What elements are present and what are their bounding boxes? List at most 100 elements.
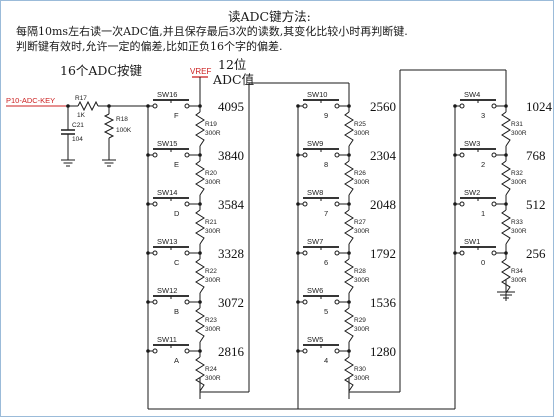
switch-label: SW13	[157, 237, 177, 246]
r17-resistor	[77, 100, 99, 112]
switch-contact	[152, 348, 158, 354]
switch-contact	[334, 348, 340, 354]
switch-contact	[152, 152, 158, 158]
key-label: E	[174, 160, 179, 169]
switch-label: SW6	[307, 286, 323, 295]
resistor-zigzag	[195, 307, 205, 343]
resistor-value: 300R	[354, 179, 370, 186]
resistor-zigzag	[344, 111, 354, 147]
key-label: 1	[481, 209, 485, 218]
switch-contact	[184, 348, 190, 354]
resistor-zigzag	[344, 307, 354, 343]
switch-contact	[152, 250, 158, 256]
adc-value: 3584	[218, 197, 245, 212]
adc-value: 2304	[370, 148, 397, 163]
switch-label: SW9	[307, 139, 323, 148]
switch-contact	[302, 250, 308, 256]
key-label: 7	[324, 209, 328, 218]
adc-value: 1280	[370, 344, 396, 359]
switch-contact	[302, 348, 308, 354]
resistor-zigzag	[501, 258, 511, 294]
adc-value: 2560	[370, 99, 396, 114]
adc-value: 3840	[218, 148, 244, 163]
key-label: 5	[324, 307, 328, 316]
adc-value: 512	[526, 197, 546, 212]
key-label: 8	[324, 160, 328, 169]
resistor-value: 300R	[511, 179, 527, 186]
key-label: 3	[481, 111, 485, 120]
resistor-name: R27	[354, 219, 366, 226]
switch-contact	[302, 152, 308, 158]
key-label: D	[174, 209, 180, 218]
resistor-name: R21	[205, 219, 217, 226]
switch-contact	[152, 103, 158, 109]
keys-label: 16个ADC按键	[60, 63, 143, 78]
switch-label: SW12	[157, 286, 177, 295]
switch-contact	[302, 103, 308, 109]
switch-label: SW4	[464, 90, 480, 99]
r18-value: 100K	[116, 127, 132, 134]
adc-value: 1792	[370, 246, 396, 261]
resistor-name: R29	[354, 317, 366, 324]
resistor-zigzag	[501, 209, 511, 245]
adc-value: 3328	[218, 246, 244, 261]
r17-name: R17	[75, 95, 87, 102]
resistor-value: 300R	[511, 228, 527, 235]
switch-contact	[491, 152, 497, 158]
resistor-name: R23	[205, 317, 217, 324]
adc-bits-label: 12位	[218, 57, 246, 72]
resistor-value: 300R	[354, 228, 370, 235]
switch-contact	[302, 299, 308, 305]
resistor-value: 300R	[511, 277, 527, 284]
adc-value: 768	[526, 148, 546, 163]
resistor-value: 300R	[205, 375, 221, 382]
resistor-value: 300R	[205, 228, 221, 235]
key-label: A	[174, 356, 179, 365]
resistor-name: R30	[354, 366, 366, 373]
key-label: C	[174, 258, 180, 267]
adc-value: 4095	[218, 99, 244, 114]
resistor-zigzag	[195, 258, 205, 294]
switch-contact	[459, 152, 465, 158]
resistor-zigzag	[344, 209, 354, 245]
resistor-name: R33	[511, 219, 523, 226]
switch-contact	[334, 250, 340, 256]
adc-value: 2048	[370, 197, 396, 212]
resistor-zigzag	[501, 160, 511, 196]
switch-contact	[152, 299, 158, 305]
switch-contact	[459, 201, 465, 207]
vref-label: VREF	[190, 67, 211, 76]
r17-value: 1K	[77, 112, 86, 119]
switch-contact	[184, 250, 190, 256]
resistor-value: 300R	[354, 130, 370, 137]
input-network: P10-ADC-KEY R17 1K C21 104 R18 100K VREF	[6, 67, 211, 167]
switch-label: SW1	[464, 237, 480, 246]
adc-value: 3072	[218, 295, 244, 310]
resistor-value: 300R	[205, 130, 221, 137]
key-label: F	[174, 111, 179, 120]
resistor-zigzag	[195, 111, 205, 147]
resistor-name: R34	[511, 268, 523, 275]
switch-label: SW14	[157, 188, 177, 197]
switch-contact	[184, 103, 190, 109]
key-label: B	[174, 307, 179, 316]
switch-contact	[334, 152, 340, 158]
switch-contact	[302, 201, 308, 207]
r18-name: R18	[116, 116, 128, 123]
switch-contact	[459, 250, 465, 256]
diagram-title: 读ADC键方法:	[228, 9, 311, 24]
resistor-zigzag	[195, 356, 205, 392]
adc-value-label: ADC值	[212, 72, 254, 87]
switch-contact	[152, 201, 158, 207]
resistor-value: 300R	[205, 179, 221, 186]
resistor-zigzag	[344, 258, 354, 294]
resistor-value: 300R	[511, 130, 527, 137]
switch-contact	[491, 201, 497, 207]
switch-label: SW8	[307, 188, 323, 197]
switch-contact	[491, 103, 497, 109]
description-line-2: 判断键有效时,允许一定的偏差,比如正负16个字的偏差.	[16, 39, 283, 53]
key-columns: SW16F4095R19300RSW15E3840R20300RSW14D358…	[146, 90, 553, 399]
switch-contact	[334, 201, 340, 207]
c21-name: C21	[72, 122, 84, 129]
